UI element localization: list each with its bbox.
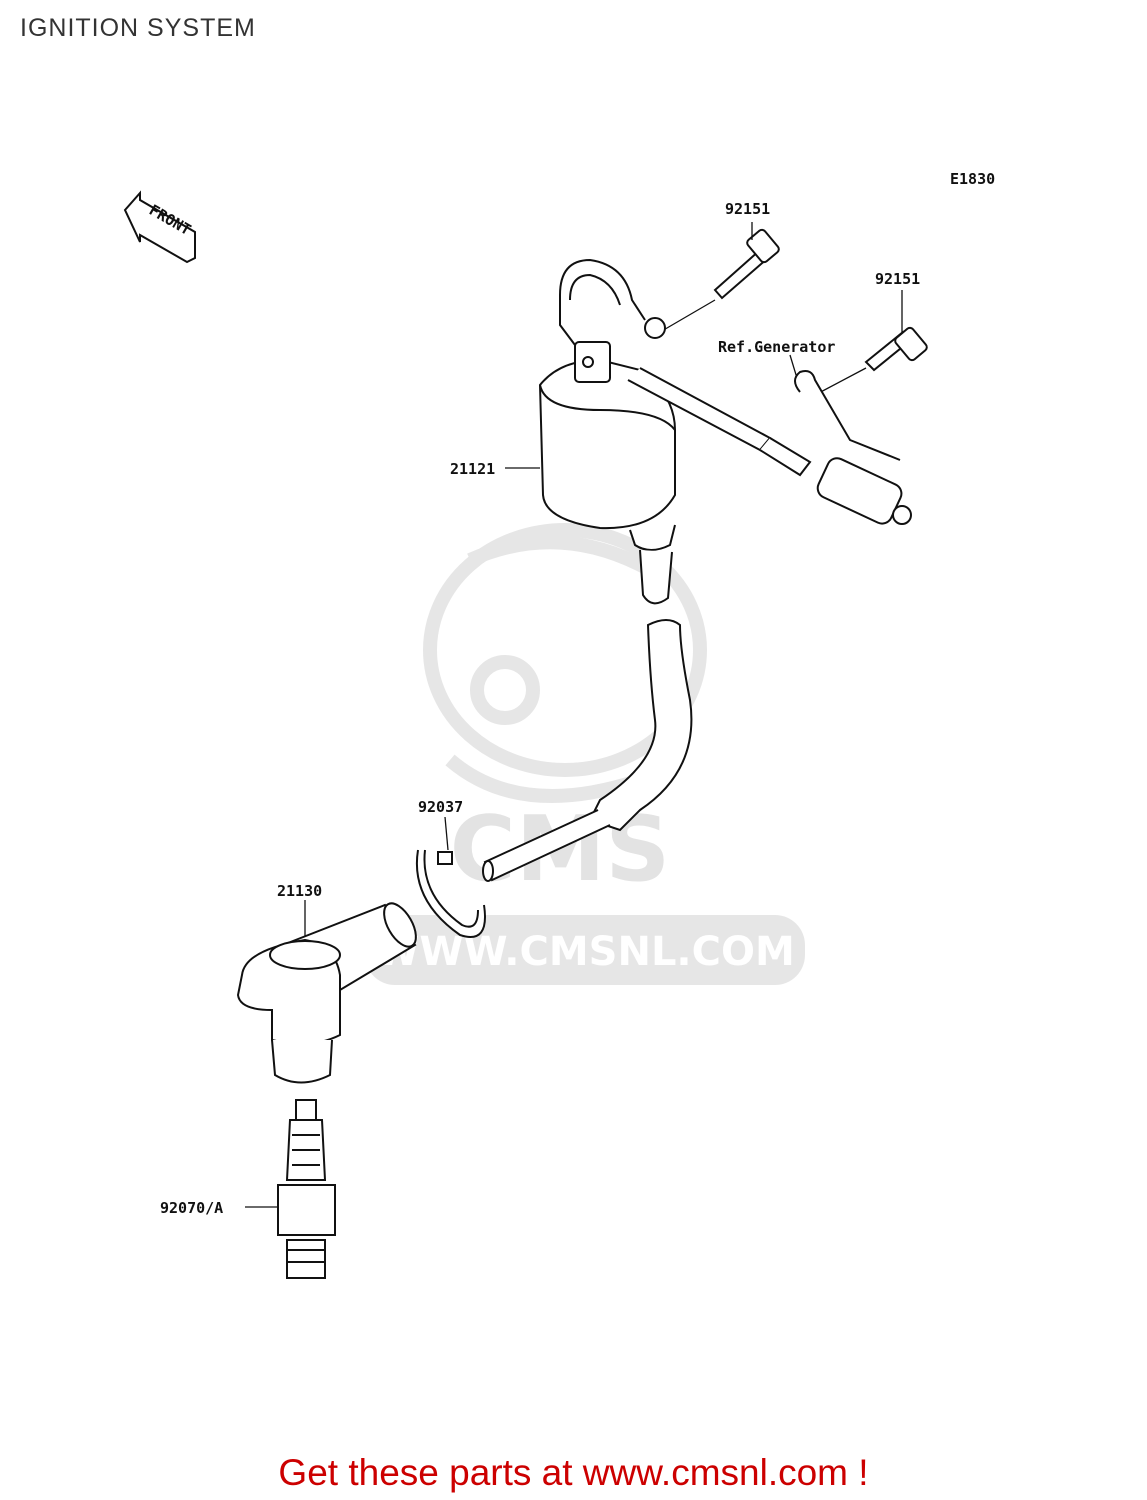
footer-link[interactable]: Get these parts at www.cmsnl.com !	[278, 1452, 869, 1493]
label-ref-generator: Ref.Generator	[718, 338, 835, 356]
label-21121: 21121	[450, 460, 495, 478]
label-92151-b: 92151	[875, 270, 920, 288]
diagram-code: E1830	[950, 170, 995, 188]
label-92151-a: 92151	[725, 200, 770, 218]
label-21130: 21130	[277, 882, 322, 900]
label-92070: 92070/A	[160, 1199, 223, 1217]
clamp-92037	[416, 849, 486, 938]
ht-lead	[482, 619, 693, 882]
page-title: IGNITION SYSTEM	[20, 14, 256, 42]
front-arrow-icon: FRONT	[123, 190, 196, 264]
label-92037: 92037	[418, 798, 463, 816]
plug-cap-21130	[236, 902, 417, 1084]
front-label: FRONT	[146, 201, 194, 239]
ignition-coil-21121	[538, 258, 912, 605]
spark-plug-92070	[277, 1099, 336, 1279]
watermark-url: WWW.CMSNL.COM	[375, 929, 795, 975]
cms-watermark	[423, 523, 707, 803]
bolt-92151-a	[713, 228, 780, 300]
bolt-92151-b	[864, 326, 928, 372]
